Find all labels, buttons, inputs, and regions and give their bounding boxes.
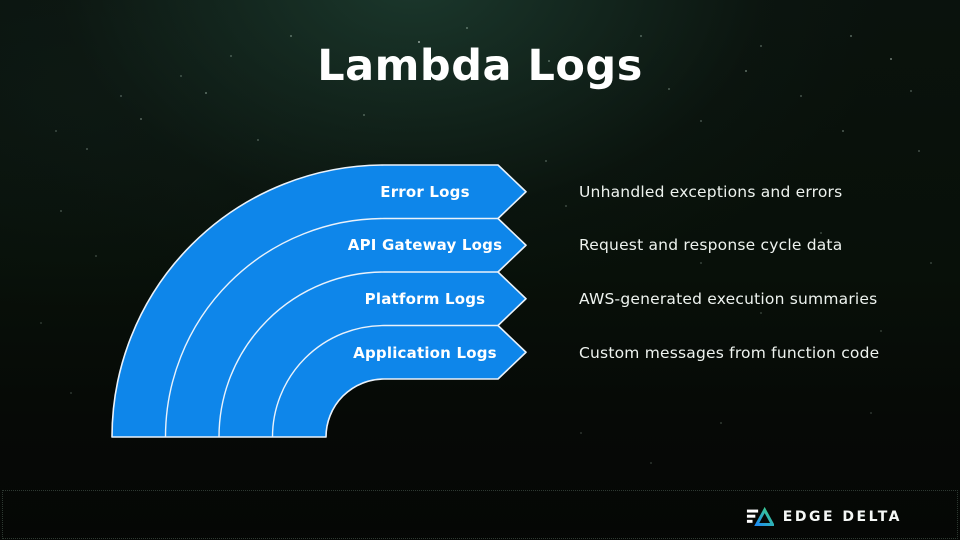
band-separator-line (271, 324, 498, 438)
band-label-platform-logs: Platform Logs (364, 289, 486, 308)
band-description: Request and response cycle data (579, 235, 843, 254)
edge-delta-logo: EDGE DELTA (746, 503, 902, 531)
fan-band-silhouette (111, 164, 527, 438)
band-description: Unhandled exceptions and errors (579, 182, 843, 201)
band-label-api-gateway-logs: API Gateway Logs (347, 235, 503, 254)
band-label-application-logs: Application Logs (353, 343, 497, 362)
band-separator-line (218, 271, 498, 438)
band-label-error-logs: Error Logs (380, 182, 470, 201)
edge-delta-logo-icon (746, 506, 774, 526)
brand-name: EDGE DELTA (782, 509, 902, 525)
band-description: Custom messages from function code (579, 343, 880, 362)
band-description: AWS-generated execution summaries (579, 289, 878, 308)
page-title: Lambda Logs (317, 41, 643, 91)
footer-dotted-frame (2, 490, 958, 539)
band-separator-line (164, 217, 498, 438)
